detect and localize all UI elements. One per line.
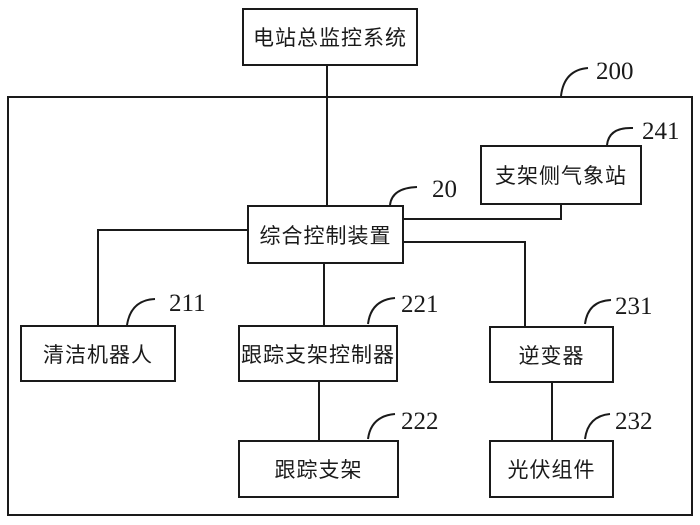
leader-232 — [584, 413, 611, 440]
connector-control-weather — [403, 204, 562, 220]
connector-control-robot — [97, 229, 248, 326]
node-label: 综合控制装置 — [259, 223, 392, 248]
ref-label-222: 222 — [401, 408, 439, 435]
leader-231 — [584, 299, 612, 325]
leader-211 — [126, 298, 156, 326]
node-label: 跟踪支架 — [274, 458, 363, 482]
ref-label-20: 20 — [432, 176, 457, 203]
node-label: 跟踪支架控制器 — [241, 342, 395, 367]
node-station-monitoring-system: 电站总监控系统 — [242, 8, 418, 66]
node-label: 逆变器 — [518, 343, 585, 368]
leader-200 — [560, 67, 589, 97]
node-pv-module: 光伏组件 — [489, 440, 614, 498]
leader-241 — [606, 126, 634, 146]
ref-label-232: 232 — [615, 408, 653, 435]
system-group-outline — [7, 96, 693, 516]
ref-label-221: 221 — [401, 291, 439, 318]
node-label: 光伏组件 — [507, 458, 596, 482]
node-bracket-side-weather-station: 支架侧气象站 — [480, 145, 642, 205]
leader-221 — [367, 297, 396, 325]
ref-label-241: 241 — [642, 118, 680, 145]
node-tracking-bracket-controller: 跟踪支架控制器 — [238, 325, 398, 382]
leader-20 — [389, 186, 418, 206]
ref-label-231: 231 — [615, 293, 653, 320]
node-label: 支架侧气象站 — [495, 164, 627, 188]
node-integrated-control-device: 综合控制装置 — [247, 205, 404, 264]
node-label: 电站总监控系统 — [253, 26, 407, 50]
connector-control-inverter — [403, 241, 526, 327]
ref-label-211: 211 — [169, 290, 206, 317]
node-tracking-bracket: 跟踪支架 — [238, 440, 399, 498]
node-cleaning-robot: 清洁机器人 — [20, 325, 176, 382]
node-inverter: 逆变器 — [489, 326, 614, 383]
node-label: 清洁机器人 — [43, 342, 153, 367]
leader-222 — [367, 413, 396, 440]
ref-label-200: 200 — [596, 58, 634, 85]
